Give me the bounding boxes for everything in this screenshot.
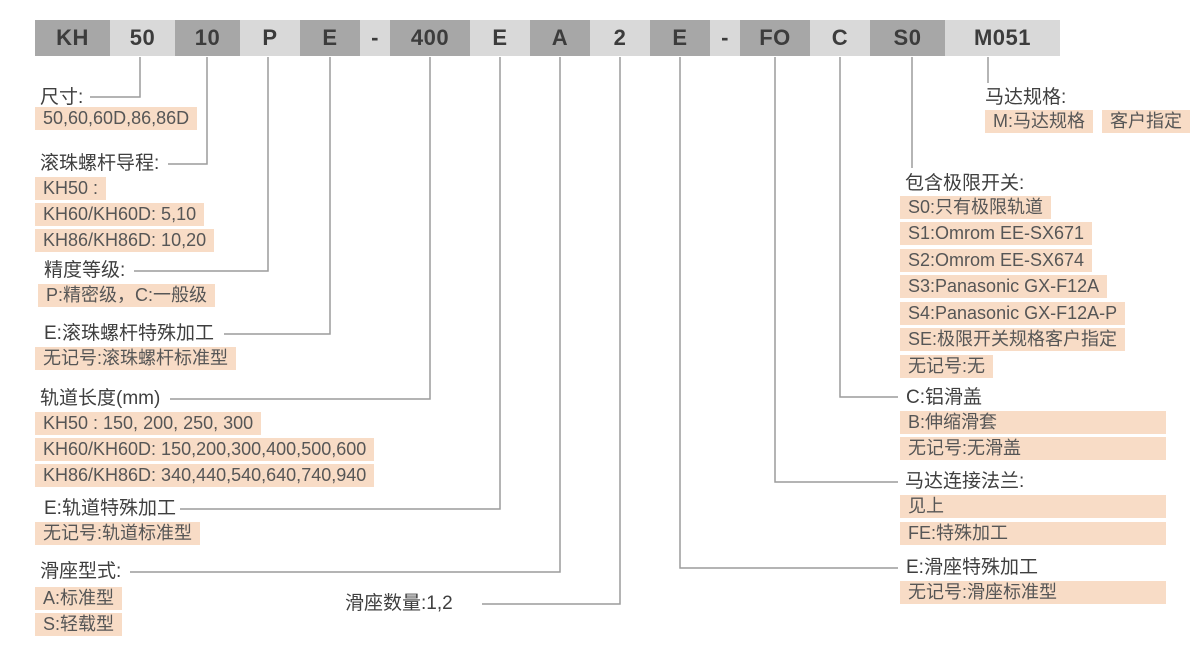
code-segment-slider-qty: 2 <box>613 25 627 50</box>
callout-screw-special-value: 无记号:滚珠螺杆标准型 <box>35 347 236 370</box>
code-segment-slider-type: A <box>530 20 590 56</box>
callout-cover-b: B:伸缩滑套 <box>900 411 1166 434</box>
callout-accuracy-value: P:精密级，C:一般级 <box>38 284 216 307</box>
callout-slider-type-title: 滑座型式: <box>40 561 122 582</box>
callout-limit-switch-title: 包含极限开关: <box>905 173 1025 194</box>
leader-line-cover <box>839 57 898 398</box>
code-segment-rail-length: 400 <box>390 20 470 56</box>
callout-motor-spec-title: 马达规格: <box>985 87 1067 108</box>
callout-slider-type-a: A:标准型 <box>35 587 123 610</box>
code-segment-motor: M051 <box>973 25 1032 50</box>
callout-lead-value-kh50: KH50 : <box>35 177 107 200</box>
callout-limit-switch-s0: S0:只有极限轨道 <box>900 196 1052 219</box>
callout-slider-qty-title: 滑座数量:1,2 <box>345 593 453 614</box>
callout-screw-special-title: E:滚珠螺杆特殊加工 <box>44 323 214 344</box>
callout-limit-switch-none: 无记号:无 <box>900 355 994 378</box>
code-segment-limit-switch: S0 <box>870 20 945 56</box>
callout-flange-see-above: 见上 <box>900 495 1166 518</box>
callout-accuracy-title: 精度等级: <box>44 260 126 281</box>
callout-lead-value-kh60: KH60/KH60D: 5,10 <box>35 203 205 226</box>
callout-slider-type-s: S:轻载型 <box>35 613 123 636</box>
code-segment-dash-2: - <box>721 25 729 50</box>
callout-cover-title: C:铝滑盖 <box>906 387 983 408</box>
callout-slider-special-title: E:滑座特殊加工 <box>906 557 1038 578</box>
callout-rail-special-title: E:轨道特殊加工 <box>44 498 176 519</box>
code-segment-screw-special: E <box>300 20 360 56</box>
callout-rail-length-kh86: KH86/KH86D: 340,440,540,640,740,940 <box>35 464 375 487</box>
callout-rail-length-title: 轨道长度(mm) <box>40 388 161 409</box>
code-segment-cover: C <box>831 25 849 50</box>
callout-lead-value-kh86: KH86/KH86D: 10,20 <box>35 229 215 252</box>
code-segment-rail-special: E <box>492 25 508 50</box>
leader-line-screw-special <box>224 57 331 335</box>
leader-line-size <box>90 57 141 98</box>
callout-size-title: 尺寸: <box>40 87 84 108</box>
callout-limit-switch-s3: S3:Panasonic GX-F12A <box>900 275 1108 298</box>
leader-line-slider-special <box>679 57 898 569</box>
callout-cover-none: 无记号:无滑盖 <box>900 437 1166 460</box>
code-segment-dash-1: - <box>371 25 379 50</box>
callout-flange-title: 马达连接法兰: <box>905 471 1025 492</box>
callout-flange-fe: FE:特殊加工 <box>900 522 1166 545</box>
callout-rail-length-kh60: KH60/KH60D: 150,200,300,400,500,600 <box>35 438 375 461</box>
leader-line-slider-qty <box>482 57 621 605</box>
callout-limit-switch-se: SE:极限开关规格客户指定 <box>900 328 1126 351</box>
callout-limit-switch-s1: S1:Omrom EE-SX671 <box>900 222 1093 245</box>
callout-lead-title: 滚珠螺杆导程: <box>40 153 160 174</box>
leader-line-slider-type <box>130 57 561 573</box>
code-segment-accuracy: P <box>262 25 278 50</box>
callout-motor-spec-value: M:马达规格 <box>985 110 1093 133</box>
code-segment-flange: FO <box>740 20 810 56</box>
callout-slider-special-value: 无记号:滑座标准型 <box>900 581 1166 604</box>
leader-line-flange <box>774 57 898 483</box>
callout-limit-switch-s4: S4:Panasonic GX-F12A-P <box>900 302 1126 325</box>
code-segment-kh-series: KH <box>35 20 110 56</box>
callout-rail-length-kh50: KH50 : 150, 200, 250, 300 <box>35 412 262 435</box>
code-segment-size: 50 <box>129 25 156 50</box>
callout-limit-switch-s2: S2:Omrom EE-SX674 <box>900 249 1093 272</box>
code-segment-slider-special: E <box>650 20 710 56</box>
model-code-bar: KH 50 10 P E - 400 E A 2 E - FO C S0 M05… <box>35 20 1060 56</box>
callout-motor-spec-custom: 客户指定 <box>1102 110 1190 133</box>
code-segment-lead: 10 <box>175 20 240 56</box>
callout-rail-special-value: 无记号:轨道标准型 <box>35 522 201 545</box>
callout-size-value: 50,60,60D,86,86D <box>35 107 198 130</box>
